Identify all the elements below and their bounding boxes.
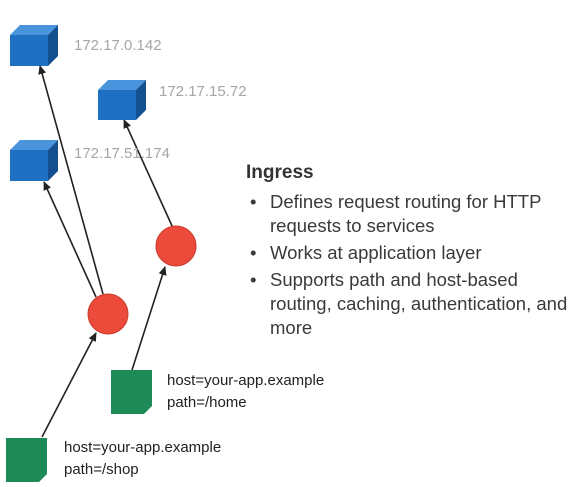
- request-document-shop: [6, 438, 47, 482]
- request-label-home: host=your-app.example path=/home: [167, 370, 324, 414]
- node-ip-label-172-17-0-142: 172.17.0.142: [74, 37, 162, 54]
- ingress-bullet-1: Defines request routing for HTTP request…: [246, 190, 582, 238]
- request-host-home: host=your-app.example: [167, 372, 325, 389]
- node-ip-label-172-17-51-174: 172.17.51.174: [74, 145, 170, 162]
- node-cube-172-17-0-142: [10, 25, 58, 66]
- node-ip-label-172-17-15-72: 172.17.15.72: [159, 83, 247, 100]
- arrow-shop-request-to-ingress: [41, 332, 97, 438]
- request-document-home: [111, 370, 152, 414]
- request-label-shop: host=your-app.example path=/shop: [64, 437, 221, 481]
- routing-arrows: [38, 65, 174, 438]
- request-path-home: path=/home: [167, 394, 247, 411]
- ingress-bullet-3: Supports path and host-based routing, ca…: [246, 268, 582, 340]
- ingress-controller-circle-shop: [87, 293, 129, 335]
- arrow-ingress-to-node-172-17-15-72: [123, 119, 174, 229]
- node-cube-172-17-15-72: [98, 80, 146, 120]
- arrow-home-request-to-ingress: [131, 266, 167, 371]
- request-path-shop: path=/shop: [64, 461, 139, 478]
- ingress-bullet-list: Defines request routing for HTTP request…: [246, 190, 582, 340]
- ingress-description: Ingress Defines request routing for HTTP…: [246, 162, 582, 343]
- arrow-ingress-to-node-172-17-51-174: [43, 181, 97, 298]
- ingress-title: Ingress: [246, 162, 314, 183]
- arrow-ingress-to-node-172-17-0-142: [38, 65, 104, 295]
- ingress-controller-circle-home: [155, 225, 197, 267]
- request-host-shop: host=your-app.example: [64, 439, 222, 456]
- node-cube-172-17-51-174: [10, 140, 58, 181]
- ingress-bullet-2: Works at application layer: [246, 241, 582, 265]
